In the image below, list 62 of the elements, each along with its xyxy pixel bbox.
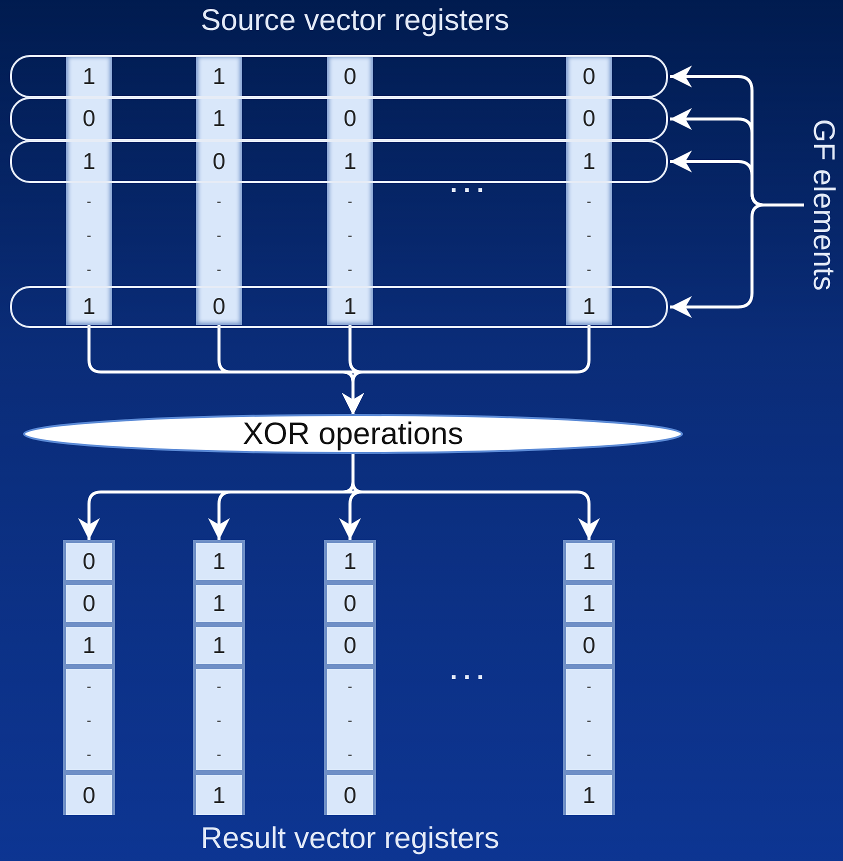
bit-value: 1 (582, 550, 596, 573)
bit-value: 1 (82, 150, 96, 172)
bit-value: 1 (344, 150, 356, 172)
bit-value: 1 (82, 64, 96, 88)
vertical-ellipsis: - - - (586, 192, 592, 278)
bit-value: 1 (582, 592, 596, 615)
arrow (342, 325, 590, 415)
register-column (196, 55, 242, 325)
arrow (352, 453, 600, 540)
bit-value: 0 (344, 107, 356, 130)
bit-value: 1 (212, 64, 226, 88)
bit-value: 1 (82, 294, 96, 318)
bit-value: 0 (582, 634, 596, 657)
bit-value: 0 (82, 784, 96, 806)
node-label: XOR operations (242, 416, 464, 452)
bit-value: 0 (344, 64, 356, 88)
bit-value: 1 (582, 150, 596, 172)
bit-value: 1 (212, 634, 226, 657)
bit-value: 1 (582, 784, 596, 806)
row-outline (10, 286, 668, 328)
vertical-ellipsis: - - - (346, 192, 354, 278)
vertical-ellipsis: - - - (86, 676, 92, 764)
bit-value: 0 (82, 107, 96, 130)
bit-value: 0 (82, 550, 96, 573)
arrow (670, 204, 804, 318)
vertical-ellipsis: - - - (86, 192, 92, 278)
row-outline (10, 97, 668, 141)
bit-value: 0 (582, 107, 596, 130)
register-column (66, 55, 112, 325)
bit-value: 0 (344, 784, 356, 806)
horizontal-ellipsis: ... (450, 168, 490, 199)
vertical-ellipsis: - - - (586, 676, 592, 764)
bit-value: 1 (212, 592, 226, 615)
horizontal-ellipsis: ... (450, 655, 490, 686)
heading: Result vector registers (200, 822, 500, 856)
bit-value: 1 (212, 107, 226, 130)
vertical-ellipsis: - - - (216, 676, 222, 764)
row-outline (10, 55, 668, 98)
register-column (563, 540, 615, 815)
bit-value: 0 (212, 294, 226, 318)
gf-elements-label: GF elements (806, 119, 840, 291)
vertical-ellipsis: - - - (346, 676, 354, 764)
bit-value: 1 (212, 784, 226, 806)
bit-value: 1 (82, 634, 96, 657)
bit-value: 0 (82, 592, 96, 615)
bit-value: 0 (212, 150, 226, 172)
register-column (63, 540, 115, 815)
bit-value: 0 (344, 592, 356, 615)
bit-value: 1 (344, 294, 356, 318)
heading: Source vector registers (200, 4, 510, 38)
bit-value: 1 (212, 550, 226, 573)
row-outline (10, 140, 668, 183)
bit-value: 1 (344, 550, 356, 573)
register-column (566, 55, 612, 325)
register-column (324, 540, 376, 815)
vertical-ellipsis: - - - (216, 192, 222, 278)
register-column (327, 55, 373, 325)
operation-ellipse (22, 412, 684, 456)
bit-value: 1 (582, 294, 596, 318)
register-column (193, 540, 245, 815)
bit-value: 0 (344, 634, 356, 657)
bit-value: 0 (582, 64, 596, 88)
